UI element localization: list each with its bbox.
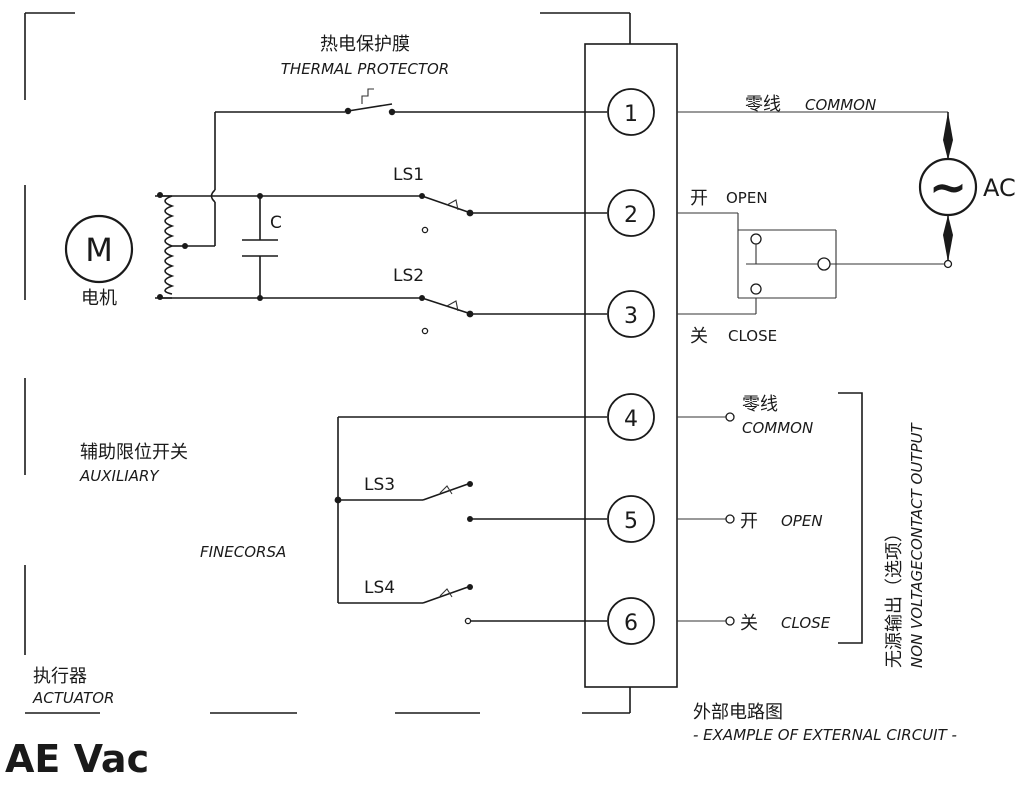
open-cn-top-label: 开 bbox=[690, 188, 708, 209]
terminal-block bbox=[584, 43, 678, 688]
actuator-en-label: ACTUATOR bbox=[32, 689, 114, 707]
nvc-en-label: NON VOLTAGECONTACT OUTPUT bbox=[908, 422, 926, 668]
limit-switch-ls2 bbox=[419, 295, 607, 335]
motor-cn-label: 电机 bbox=[81, 288, 117, 309]
terminal-5: 5 bbox=[607, 495, 655, 543]
auxiliary-en-label: AUXILIARY bbox=[79, 467, 160, 485]
terminal-3: 3 bbox=[607, 290, 655, 338]
common-cn-top-label: 零线 bbox=[745, 94, 781, 115]
close-en-top-label: CLOSE bbox=[728, 327, 777, 345]
ls3-label: LS3 bbox=[364, 475, 395, 495]
thermal-protector-cn-label: 热电保护膜 bbox=[320, 34, 410, 55]
ls1-label: LS1 bbox=[393, 165, 424, 185]
external-circuit-cn-label: 外部电路图 bbox=[693, 702, 783, 723]
terminal-5-label: 5 bbox=[624, 509, 638, 534]
close-cn-top-label: 关 bbox=[690, 326, 708, 347]
auxiliary-switches bbox=[334, 416, 607, 625]
common-en-top-label: COMMON bbox=[805, 96, 876, 114]
motor-m-label: M bbox=[85, 231, 113, 269]
terminal-4-label: 4 bbox=[624, 407, 638, 432]
diagram-labels: 热电保护膜 THERMAL PROTECTOR M 电机 C LS1 LS2 L… bbox=[5, 34, 1016, 781]
capacitor bbox=[160, 193, 420, 301]
motor-symbol bbox=[64, 214, 134, 284]
thermal-protector bbox=[185, 88, 607, 247]
terminal-3-label: 3 bbox=[624, 304, 638, 329]
ls2-label: LS2 bbox=[393, 266, 424, 286]
terminal-6: 6 bbox=[607, 597, 655, 645]
terminal-2-label: 2 bbox=[624, 203, 638, 228]
nvc-output bbox=[677, 392, 863, 644]
common-en-output-label: COMMON bbox=[742, 419, 813, 437]
open-en-output-label: OPEN bbox=[781, 512, 823, 530]
actuator-boundary bbox=[24, 12, 631, 714]
external-circuit-en-label: - EXAMPLE OF EXTERNAL CIRCUIT - bbox=[693, 726, 957, 744]
terminal-4: 4 bbox=[607, 393, 655, 441]
open-cn-output-label: 开 bbox=[740, 511, 758, 532]
ac-label: AC bbox=[983, 174, 1016, 202]
ls4-label: LS4 bbox=[364, 578, 395, 598]
terminal-6-label: 6 bbox=[624, 611, 638, 636]
thermal-protector-en-label: THERMAL PROTECTOR bbox=[281, 60, 449, 78]
brand-logo-text: AE Vac bbox=[5, 737, 149, 781]
external-circuit: ~ bbox=[677, 111, 978, 315]
common-cn-output-label: 零线 bbox=[742, 394, 778, 415]
terminal-2: 2 bbox=[607, 189, 655, 237]
close-en-output-label: CLOSE bbox=[781, 614, 831, 632]
capacitor-label: C bbox=[270, 213, 282, 233]
close-cn-output-label: 关 bbox=[740, 613, 758, 634]
terminal-1: 1 bbox=[607, 88, 655, 136]
terminal-1-label: 1 bbox=[624, 102, 638, 127]
open-en-top-label: OPEN bbox=[726, 189, 768, 207]
limit-switch-ls1 bbox=[419, 193, 607, 234]
finecorsa-label: FINECORSA bbox=[200, 543, 286, 561]
nvc-cn-label: 无源输出（选项） bbox=[884, 524, 905, 668]
ac-sine-icon: ~ bbox=[929, 160, 968, 214]
actuator-cn-label: 执行器 bbox=[33, 666, 87, 687]
auxiliary-cn-label: 辅助限位开关 bbox=[80, 442, 188, 463]
terminals: 1 2 3 4 5 6 bbox=[607, 88, 655, 645]
